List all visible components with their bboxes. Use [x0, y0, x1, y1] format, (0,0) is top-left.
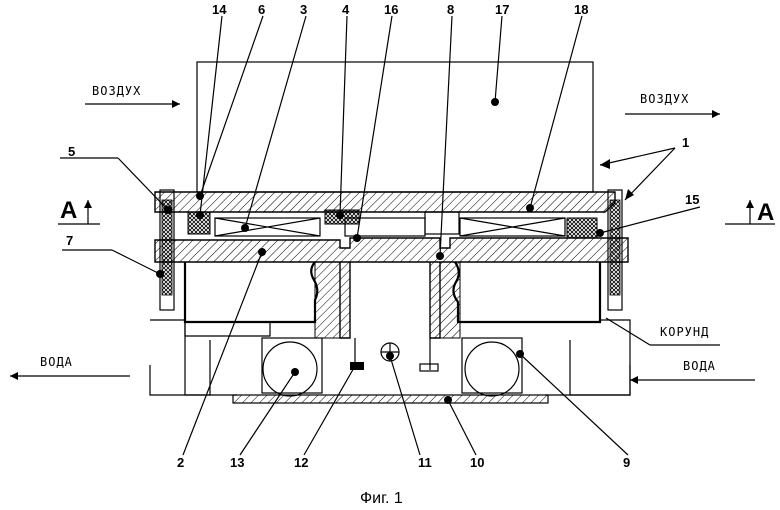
water-out-label: ВОДА	[40, 355, 73, 369]
callout-9: 9	[623, 455, 630, 470]
callout-15: 15	[685, 192, 699, 207]
air-out-label: ВОЗДУХ	[640, 92, 689, 106]
water-in-label: ВОДА	[683, 359, 716, 373]
callout-10: 10	[470, 455, 484, 470]
callout-14: 14	[212, 2, 227, 17]
callout-4: 4	[342, 2, 350, 17]
base-left	[150, 319, 237, 396]
top-housing-17	[196, 61, 594, 193]
callout-3: 3	[300, 2, 307, 17]
base-right	[545, 319, 631, 396]
callout-6: 6	[258, 2, 265, 17]
callout-18: 18	[574, 2, 588, 17]
figure-caption: Фиг. 1	[360, 490, 403, 507]
section-mark-left: А	[60, 197, 77, 224]
pipe-9	[464, 341, 520, 397]
winding-3	[214, 217, 321, 237]
callout-11: 11	[418, 455, 432, 470]
callout-2: 2	[177, 455, 184, 470]
bottom-plate-10	[232, 394, 549, 404]
cavity-right	[452, 261, 602, 324]
callout-8: 8	[447, 2, 454, 17]
cavity-left	[183, 261, 319, 324]
callout-5: 5	[68, 144, 75, 159]
top-plate-18	[154, 191, 616, 213]
section-mark-right: А	[757, 199, 774, 226]
material-label: КОРУНД	[660, 325, 709, 339]
middle-plate-2	[154, 237, 629, 263]
pipe-13	[262, 341, 318, 397]
callout-16: 16	[384, 2, 398, 17]
callout-13: 13	[230, 455, 244, 470]
callout-1: 1	[682, 135, 689, 150]
air-in-label: ВОЗДУХ	[92, 84, 141, 98]
callout-12: 12	[294, 455, 308, 470]
callout-17: 17	[495, 2, 509, 17]
seal-15	[566, 217, 598, 239]
callout-7: 7	[66, 233, 73, 248]
